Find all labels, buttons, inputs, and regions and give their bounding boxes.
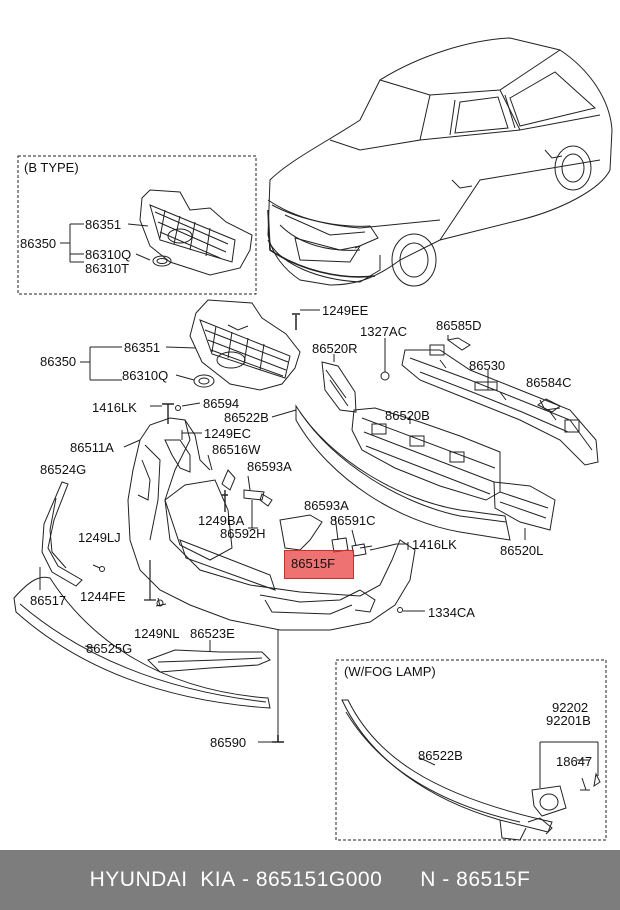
label-86520b[interactable]: 86520B	[385, 408, 430, 423]
absorber-center	[351, 407, 501, 501]
label-86351[interactable]: 86351	[124, 340, 161, 355]
diagram-artwork	[13, 37, 613, 841]
footer-gap	[382, 868, 420, 892]
lower-strip	[295, 404, 511, 541]
label-1327ac[interactable]: 1327AC	[360, 324, 407, 339]
label-86310q[interactable]: 86310Q	[122, 368, 169, 383]
fog-strip	[341, 699, 553, 841]
b-type-title: (B TYPE)	[24, 160, 79, 175]
label-1334ca[interactable]: 1334CA	[428, 605, 475, 620]
label-1249nl[interactable]: 1249NL	[134, 626, 180, 641]
fog-lamp-box	[335, 659, 607, 841]
footer-sep-1: -	[235, 868, 256, 891]
side-moulding	[41, 481, 83, 587]
main-grille	[189, 299, 301, 391]
footer-brand: HYUNDAI KIA	[89, 868, 236, 891]
lower-lip	[13, 576, 271, 709]
bumper-beam	[401, 344, 599, 466]
absorber-right	[321, 361, 357, 413]
label-86584c[interactable]: 86584C	[526, 375, 572, 390]
label-86524g[interactable]: 86524G	[40, 462, 87, 477]
label-86525g[interactable]: 86525G	[86, 641, 133, 656]
label-86310t-b[interactable]: 86310T	[85, 261, 130, 276]
label-86593a-a[interactable]: 86593A	[247, 459, 292, 474]
label-1249lj[interactable]: 1249LJ	[78, 530, 121, 545]
label-92202[interactable]: 92202	[552, 700, 589, 715]
part-number-footer: HYUNDAI KIA - 865151G000 N - 86515F	[0, 850, 620, 910]
bumper-cover	[127, 417, 416, 631]
label-86594[interactable]: 86594	[203, 396, 240, 411]
label-86517[interactable]: 86517	[30, 593, 67, 608]
label-1249ee[interactable]: 1249EE	[322, 303, 369, 318]
label-1416lk-a[interactable]: 1416LK	[92, 400, 137, 415]
label-86511a[interactable]: 86511A	[70, 440, 114, 455]
footer-sep-2: -	[435, 868, 457, 891]
b-type-box	[17, 155, 257, 295]
label-86520l[interactable]: 86520L	[500, 543, 544, 558]
label-86593a-b[interactable]: 86593A	[304, 498, 349, 513]
label-86520r[interactable]: 86520R	[312, 341, 358, 356]
label-86351-b[interactable]: 86351	[85, 217, 122, 232]
label-1249ba[interactable]: 1249BA	[198, 513, 245, 528]
label-92201b[interactable]: 92201B	[546, 713, 591, 728]
fog-lamp-title: (W/FOG LAMP)	[344, 664, 436, 679]
label-86591c[interactable]: 86591C	[330, 513, 376, 528]
label-86522b-fog[interactable]: 86522B	[418, 748, 463, 763]
footer-n-label: N	[420, 868, 436, 891]
label-86585d[interactable]: 86585D	[436, 318, 482, 333]
label-86350-b[interactable]: 86350	[20, 236, 57, 251]
label-86516w[interactable]: 86516W	[212, 442, 261, 457]
label-86310q-b[interactable]: 86310Q	[85, 247, 132, 262]
label-86523e[interactable]: 86523E	[190, 626, 235, 641]
label-86350[interactable]: 86350	[40, 354, 77, 369]
absorber-left	[493, 481, 556, 531]
part-highlight[interactable]	[284, 550, 354, 579]
fog-lamp	[531, 785, 567, 817]
label-86515f[interactable]: 86515F	[291, 556, 336, 571]
b-type-grille	[139, 189, 253, 276]
label-18647[interactable]: 18647	[556, 754, 593, 769]
label-1249ec[interactable]: 1249EC	[204, 426, 251, 441]
label-86522b[interactable]: 86522B	[224, 410, 269, 425]
car-illustration	[267, 37, 613, 287]
footer-part-number: 865151G000	[255, 868, 383, 891]
fog-trim	[147, 649, 271, 673]
footer-ref: 86515F	[456, 868, 531, 891]
label-86530[interactable]: 86530	[469, 358, 506, 373]
label-86590[interactable]: 86590	[210, 735, 247, 750]
label-1244fe[interactable]: 1244FE	[80, 589, 126, 604]
label-86592h[interactable]: 86592H	[220, 526, 266, 541]
label-1416lk-b[interactable]: 1416LK	[412, 537, 457, 552]
